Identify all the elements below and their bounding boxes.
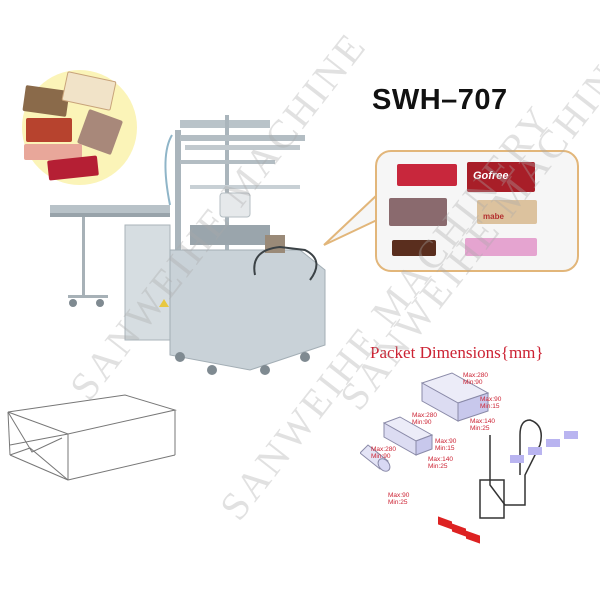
cylinder-diameter-label: Max:90 Min:25 [388,492,410,506]
mabe-pack: mabe [477,200,537,224]
candy-pack [465,238,537,256]
packet-dimensions-title: Packet Dimensions{mm} [370,343,544,362]
packaging-machine-illustration [50,115,326,375]
large-box-length-label: Max:280 Min:90 [463,372,488,386]
product-pack [24,144,82,160]
biscuit-pack [397,164,457,186]
flat-box-length-label: Max:280 Min:90 [412,412,437,426]
large-box-width-label: Max:140 Min:25 [470,418,495,432]
packet-shapes-diagram [360,372,578,544]
product-pack [26,118,72,142]
product-sample-circle [22,70,137,185]
flat-box-height-label: Max:90 Min:15 [435,438,457,452]
wrapped-packet-drawing [7,394,177,481]
large-box-height-label: Max:90 Min:15 [480,396,502,410]
model-title: SWH–707 [372,84,508,116]
gofree-pack: Gofree [467,162,535,192]
wafer-pack [389,198,447,226]
bubble-pointer [323,192,378,246]
cylinder-length-label: Max:280 Min:90 [371,446,396,460]
flat-box-width-label: Max:140 Min:25 [428,456,453,470]
chocolate-pack [392,240,436,256]
product-examples-bubble: Gofree mabe [375,150,579,272]
